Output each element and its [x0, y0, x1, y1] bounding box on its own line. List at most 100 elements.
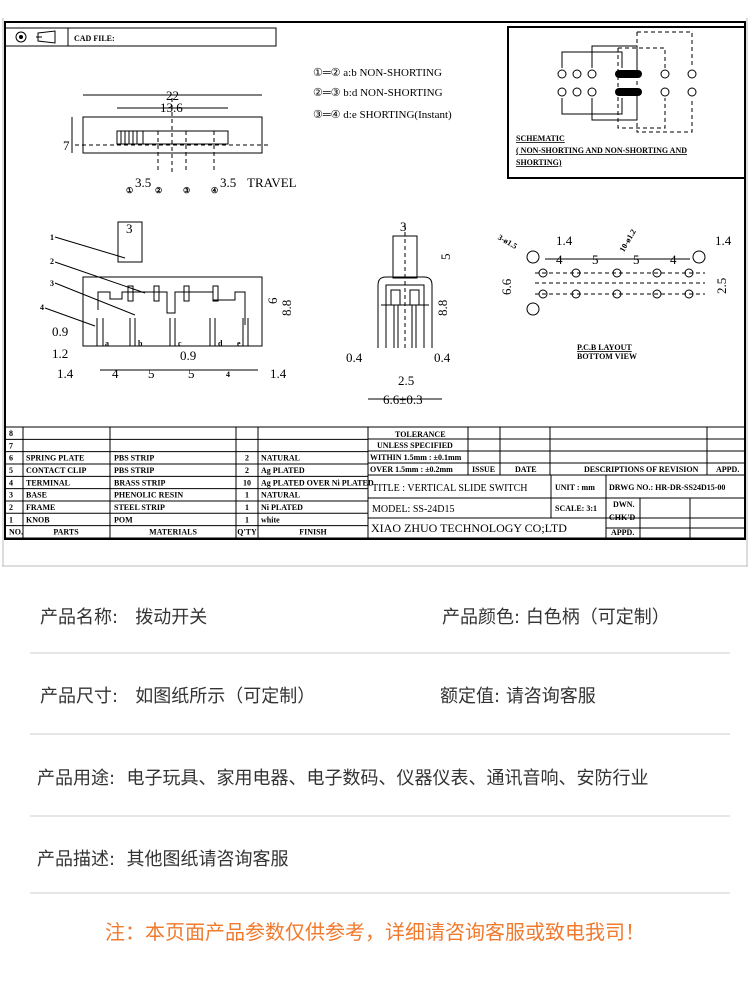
divider — [30, 892, 730, 894]
table-cell: 1 — [245, 503, 249, 512]
spec-usage: 产品用途: 电子玩具、家用电器、电子数码、仪器仪表、通讯音响、安防行业 — [37, 768, 649, 789]
svg-text:BOTTOM VIEW: BOTTOM VIEW — [577, 352, 637, 361]
svg-text:③: ③ — [183, 186, 190, 195]
front-view: 1 2 3 4 3 6 8.8 0.9 1.2 1.4 4 5 5 4 1.4 … — [40, 221, 294, 381]
table-cell: NATURAL — [261, 491, 300, 500]
svg-text:13.6: 13.6 — [160, 100, 183, 115]
svg-text:2.5: 2.5 — [714, 278, 729, 294]
table-cell: 2 — [245, 466, 249, 475]
svg-text:1.2: 1.2 — [52, 346, 68, 361]
table-cell: PBS STRIP — [114, 466, 154, 475]
table-cell: 4 — [9, 478, 13, 487]
spec-description: 产品描述: 其他图纸请咨询客服 — [37, 849, 289, 870]
svg-text:DESCRIPTIONS OF REVISION: DESCRIPTIONS OF REVISION — [584, 465, 699, 474]
svg-text:3.5: 3.5 — [220, 175, 236, 190]
svg-text:WITHIN 1.5mm : ±0.1mm: WITHIN 1.5mm : ±0.1mm — [370, 453, 462, 462]
table-cell: 1 — [245, 491, 249, 500]
svg-text:OVER 1.5mm : ±0.2mm: OVER 1.5mm : ±0.2mm — [370, 465, 453, 474]
table-cell: white — [261, 515, 280, 524]
table-cell: FRAME — [26, 503, 55, 512]
svg-text:1.4: 1.4 — [556, 233, 573, 248]
legend-line: ①═② a:b NON-SHORTING — [313, 67, 442, 79]
spec-color: 产品颜色: 白色柄（可定制） — [442, 607, 670, 628]
svg-text:0.9: 0.9 — [52, 324, 68, 339]
svg-text:4: 4 — [556, 252, 563, 267]
svg-text:8.8: 8.8 — [435, 300, 450, 316]
svg-text:3: 3 — [126, 221, 133, 236]
svg-text:1.4: 1.4 — [715, 233, 732, 248]
svg-text:1: 1 — [50, 233, 54, 242]
table-cell: 10 — [243, 478, 251, 487]
schematic: SCHEMATIC ( NON-SHORTING AND NON-SHORTIN… — [507, 26, 746, 179]
svg-text:5: 5 — [438, 254, 453, 261]
table-header-cell: MATERIALS — [149, 528, 197, 537]
table-header-cell: FINISH — [299, 528, 327, 537]
svg-text:TRAVEL: TRAVEL — [247, 175, 297, 190]
table-cell: PBS STRIP — [114, 454, 154, 463]
side-view: 3 5 8.8 0.4 0.4 2.5 6.6±0.3 — [346, 219, 453, 407]
svg-text:5: 5 — [592, 252, 599, 267]
svg-text:5: 5 — [633, 252, 640, 267]
svg-text:8.8: 8.8 — [279, 300, 294, 316]
table-cell: 1 — [245, 515, 249, 524]
svg-text:b: b — [138, 339, 143, 348]
svg-text:( NON-SHORTING AND NON-SHORT: ( NON-SHORTING AND NON-SHORTING AND — [516, 146, 687, 155]
divider — [30, 815, 730, 817]
svg-text:4: 4 — [226, 370, 230, 379]
table-cell: 8 — [9, 429, 13, 438]
title-block: TOLERANCE UNLESS SPECIFIED WITHIN 1.5mm … — [367, 426, 746, 539]
svg-text:ISSUE: ISSUE — [472, 465, 495, 474]
svg-text:MODEL: SS-24D15: MODEL: SS-24D15 — [372, 504, 455, 515]
svg-text:UNIT : mm: UNIT : mm — [555, 483, 595, 492]
svg-text:SHORTING): SHORTING) — [516, 158, 562, 167]
table-cell: Ag PLATED OVER Ni PLATED — [261, 478, 374, 487]
svg-text:3: 3 — [50, 279, 54, 288]
spec-rating: 额定值: 请咨询客服 — [440, 686, 596, 707]
svg-text:1.4: 1.4 — [57, 366, 74, 381]
svg-text:e: e — [237, 339, 241, 348]
cad-file-label: CAD FILE: — [74, 34, 115, 43]
table-cell: 2 — [245, 454, 249, 463]
svg-text:TOLERANCE: TOLERANCE — [395, 430, 446, 439]
svg-text:10-ø1.2: 10-ø1.2 — [618, 228, 638, 254]
svg-text:2.5: 2.5 — [398, 373, 414, 388]
table-cell: BASE — [26, 491, 47, 500]
table-cell: NATURAL — [261, 454, 300, 463]
spec-name: 产品名称: 拨动开关 — [40, 607, 208, 628]
table-cell: TERMINAL — [26, 478, 70, 487]
svg-text:UNLESS SPECIFIED: UNLESS SPECIFIED — [377, 441, 453, 450]
disclaimer-note: 注：本页面产品参数仅供参考，详细请咨询客服或致电我司！ — [105, 920, 645, 944]
switching-legend: ①═② a:b NON-SHORTING ②═③ b:d NON-SHORTIN… — [313, 67, 452, 121]
table-cell: BRASS STRIP — [114, 478, 165, 487]
svg-text:1.4: 1.4 — [270, 366, 287, 381]
table-header-cell: PARTS — [53, 528, 79, 537]
table-cell: CONTACT CLIP — [26, 466, 86, 475]
table-header-cell: Q'TY — [237, 528, 257, 537]
svg-text:CHK'D: CHK'D — [609, 513, 635, 522]
table-cell: 5 — [9, 466, 13, 475]
legend-line: ②═③ b:d NON-SHORTING — [313, 87, 443, 99]
svg-text:4: 4 — [670, 252, 677, 267]
cad-header: CAD FILE: — [4, 27, 277, 47]
svg-text:P.C.B LAYOUT: P.C.B LAYOUT — [577, 343, 632, 352]
svg-text:DRWG NO.: HR-DR-SS24D15-00: DRWG NO.: HR-DR-SS24D15-00 — [609, 483, 725, 492]
svg-text:a: a — [105, 339, 109, 348]
svg-text:3: 3 — [400, 219, 407, 234]
table-cell: 2 — [9, 503, 13, 512]
table-cell: STEEL STRIP — [114, 503, 165, 512]
svg-text:TITLE : VERTICAL SLIDE SWITCH: TITLE : VERTICAL SLIDE SWITCH — [372, 483, 528, 494]
svg-text:7: 7 — [63, 138, 70, 153]
table-cell: PHENOLIC RESIN — [114, 491, 183, 500]
svg-text:3-ø1.5: 3-ø1.5 — [496, 233, 518, 251]
table-cell: SPRING PLATE — [26, 454, 84, 463]
divider — [30, 652, 730, 654]
table-cell: 6 — [9, 454, 13, 463]
svg-text:APPD.: APPD. — [716, 465, 739, 474]
svg-text:4: 4 — [112, 366, 119, 381]
svg-text:5: 5 — [148, 366, 155, 381]
table-cell: 1 — [9, 515, 13, 524]
table-cell: POM — [114, 515, 133, 524]
svg-text:0.4: 0.4 — [434, 350, 451, 365]
svg-text:APPD.: APPD. — [611, 528, 634, 537]
table-cell: KNOB — [26, 515, 50, 524]
